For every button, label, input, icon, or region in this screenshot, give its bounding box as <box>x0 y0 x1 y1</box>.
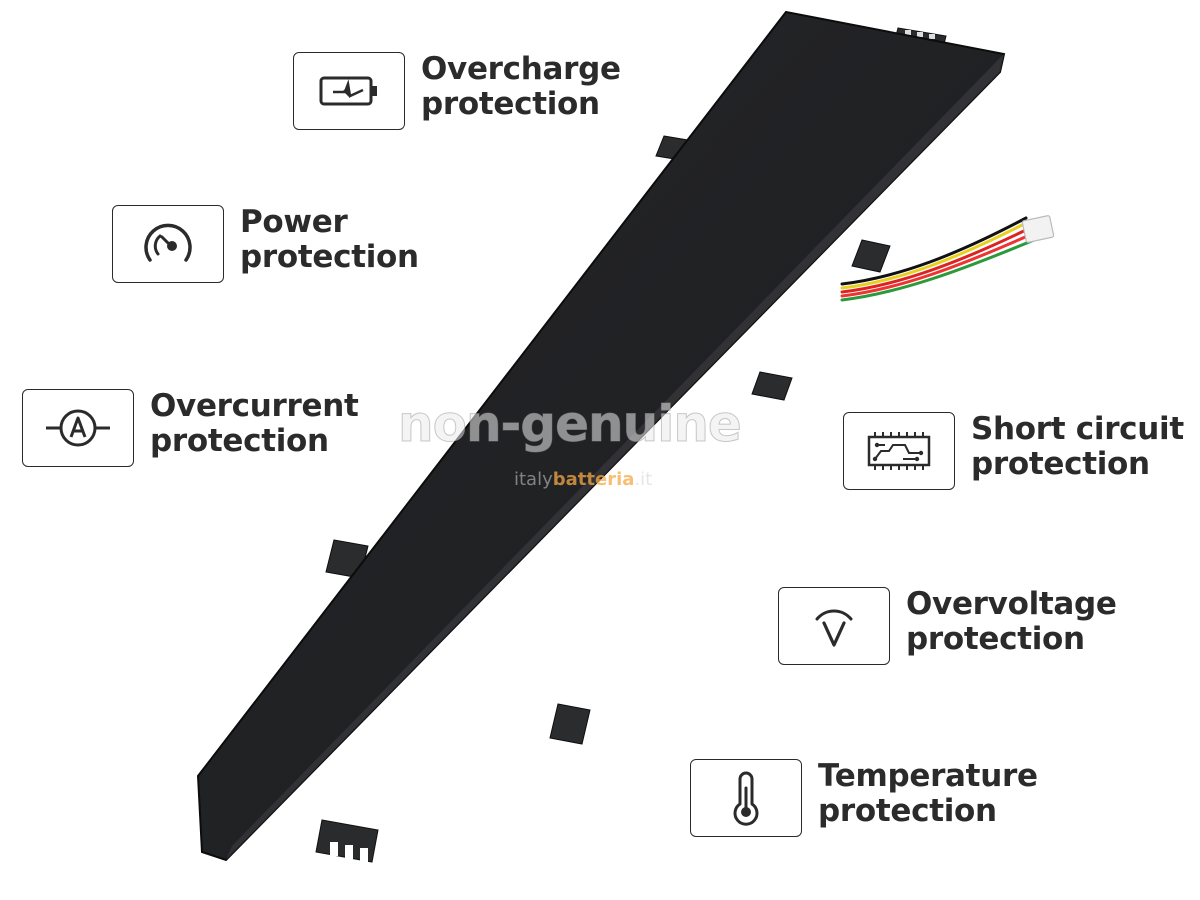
thermometer-icon <box>733 771 759 826</box>
feature-label: Overcurrent protection <box>150 389 359 459</box>
feature-label: Overcharge protection <box>421 52 621 122</box>
feature-title: Power <box>240 204 348 240</box>
feature-title: Short circuit <box>971 411 1184 447</box>
feature-icon-box <box>22 389 134 467</box>
battery-cable <box>840 216 1036 302</box>
ammeter-icon <box>46 409 110 447</box>
feature-subtitle: protection <box>421 86 600 122</box>
gauge-icon <box>144 223 192 262</box>
feature-icon-box <box>112 205 224 283</box>
cable-plug <box>1021 215 1055 243</box>
feature-subtitle: protection <box>906 621 1085 657</box>
battery-charge-icon <box>319 76 377 106</box>
feature-icon-box <box>843 412 955 490</box>
feature-subtitle: protection <box>971 446 1150 482</box>
feature-icon-box <box>293 52 405 130</box>
feature-subtitle: protection <box>150 423 329 459</box>
feature-subtitle: protection <box>240 239 419 275</box>
feature-icon-box <box>690 759 802 837</box>
feature-title: Overcurrent <box>150 388 359 424</box>
feature-label: Overvoltage protection <box>906 587 1117 657</box>
mounting-tabs <box>325 135 891 745</box>
circuit-board-icon <box>867 432 931 470</box>
feature-label: Power protection <box>240 205 419 275</box>
voltmeter-icon <box>815 609 853 647</box>
feature-label: Short circuit protection <box>971 412 1184 482</box>
feature-title: Temperature <box>818 758 1038 794</box>
feature-icon-box <box>778 587 890 665</box>
feature-title: Overvoltage <box>906 586 1117 622</box>
feature-subtitle: protection <box>818 793 997 829</box>
bottom-connector <box>315 819 379 863</box>
feature-label: Temperature protection <box>818 759 1038 829</box>
feature-title: Overcharge <box>421 51 621 87</box>
